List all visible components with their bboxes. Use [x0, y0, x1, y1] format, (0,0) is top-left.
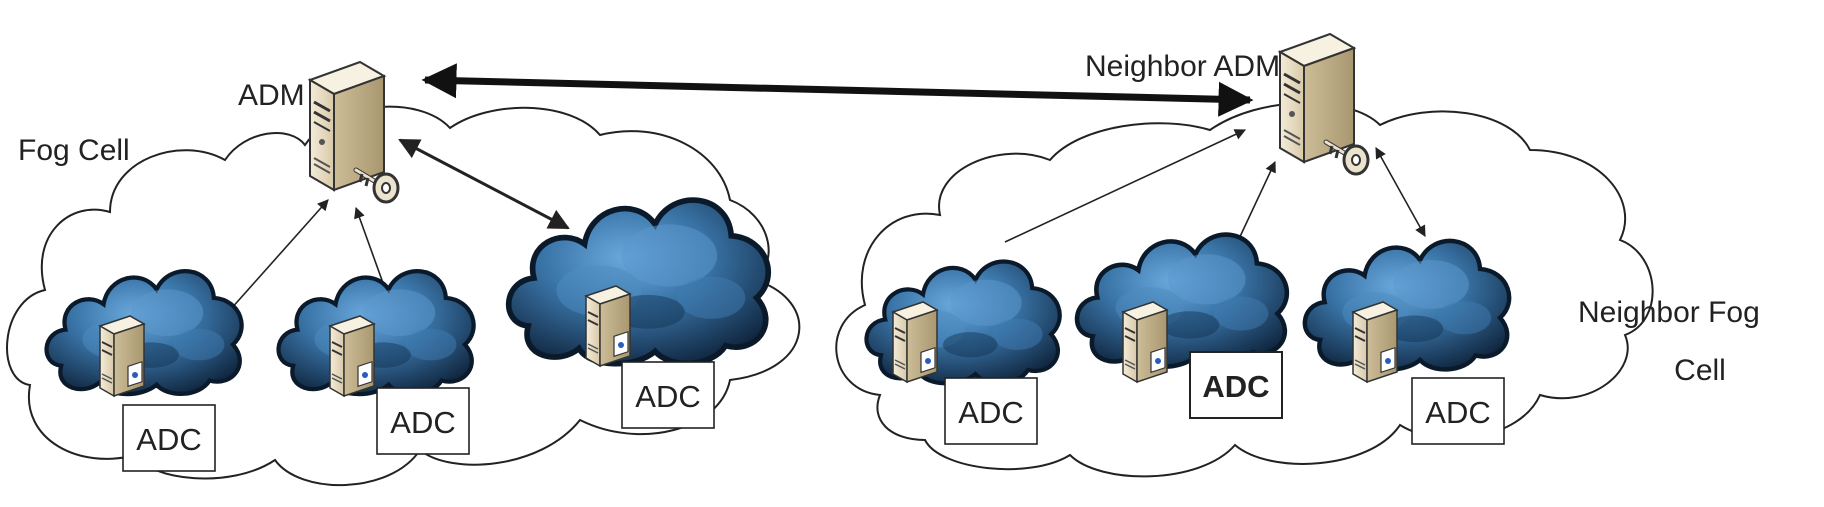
connections [229, 63, 1426, 311]
adc-label: ADC [390, 405, 455, 440]
adm-label: ADM [238, 79, 305, 112]
adc-box: ADC [621, 361, 715, 429]
adc-box: ADC [122, 404, 216, 472]
neighbor-fog-cell-label-line2: Cell [1674, 354, 1726, 387]
adc-label: ADC [635, 379, 700, 414]
adm-server-icon [310, 62, 398, 202]
link-adc1-adm [229, 199, 329, 311]
adc-box: ADC [1411, 377, 1505, 445]
adc-server-icon [99, 315, 145, 397]
adc-server-icon [1352, 301, 1398, 383]
neighbor-fog-cell-label: Neighbor Fog [1578, 296, 1760, 329]
neighbor-adm-server-icon [1280, 34, 1368, 174]
adc-label: ADC [136, 422, 201, 457]
adc-server-icon [329, 315, 375, 397]
fog-cell-label: Fog Cell [18, 134, 130, 167]
adc-label: ADC [958, 395, 1023, 430]
adc-box: ADC [376, 387, 470, 455]
link-adc3-adm [398, 138, 570, 230]
adc-box: ADC [944, 377, 1038, 445]
adc-server-icon [892, 301, 938, 383]
adc-server-icon [585, 285, 631, 367]
neighbor-adm-label: Neighbor ADM [1085, 50, 1280, 83]
link-adc4-nadm [1004, 129, 1247, 243]
adc-box: ADC [1189, 351, 1283, 419]
adc-label: ADC [1202, 369, 1269, 404]
adc-label: ADC [1425, 395, 1490, 430]
adc-server-icon [1122, 301, 1168, 383]
link-adc6-nadm [1375, 147, 1426, 237]
adm-to-neighbor-adm-link [421, 63, 1254, 117]
